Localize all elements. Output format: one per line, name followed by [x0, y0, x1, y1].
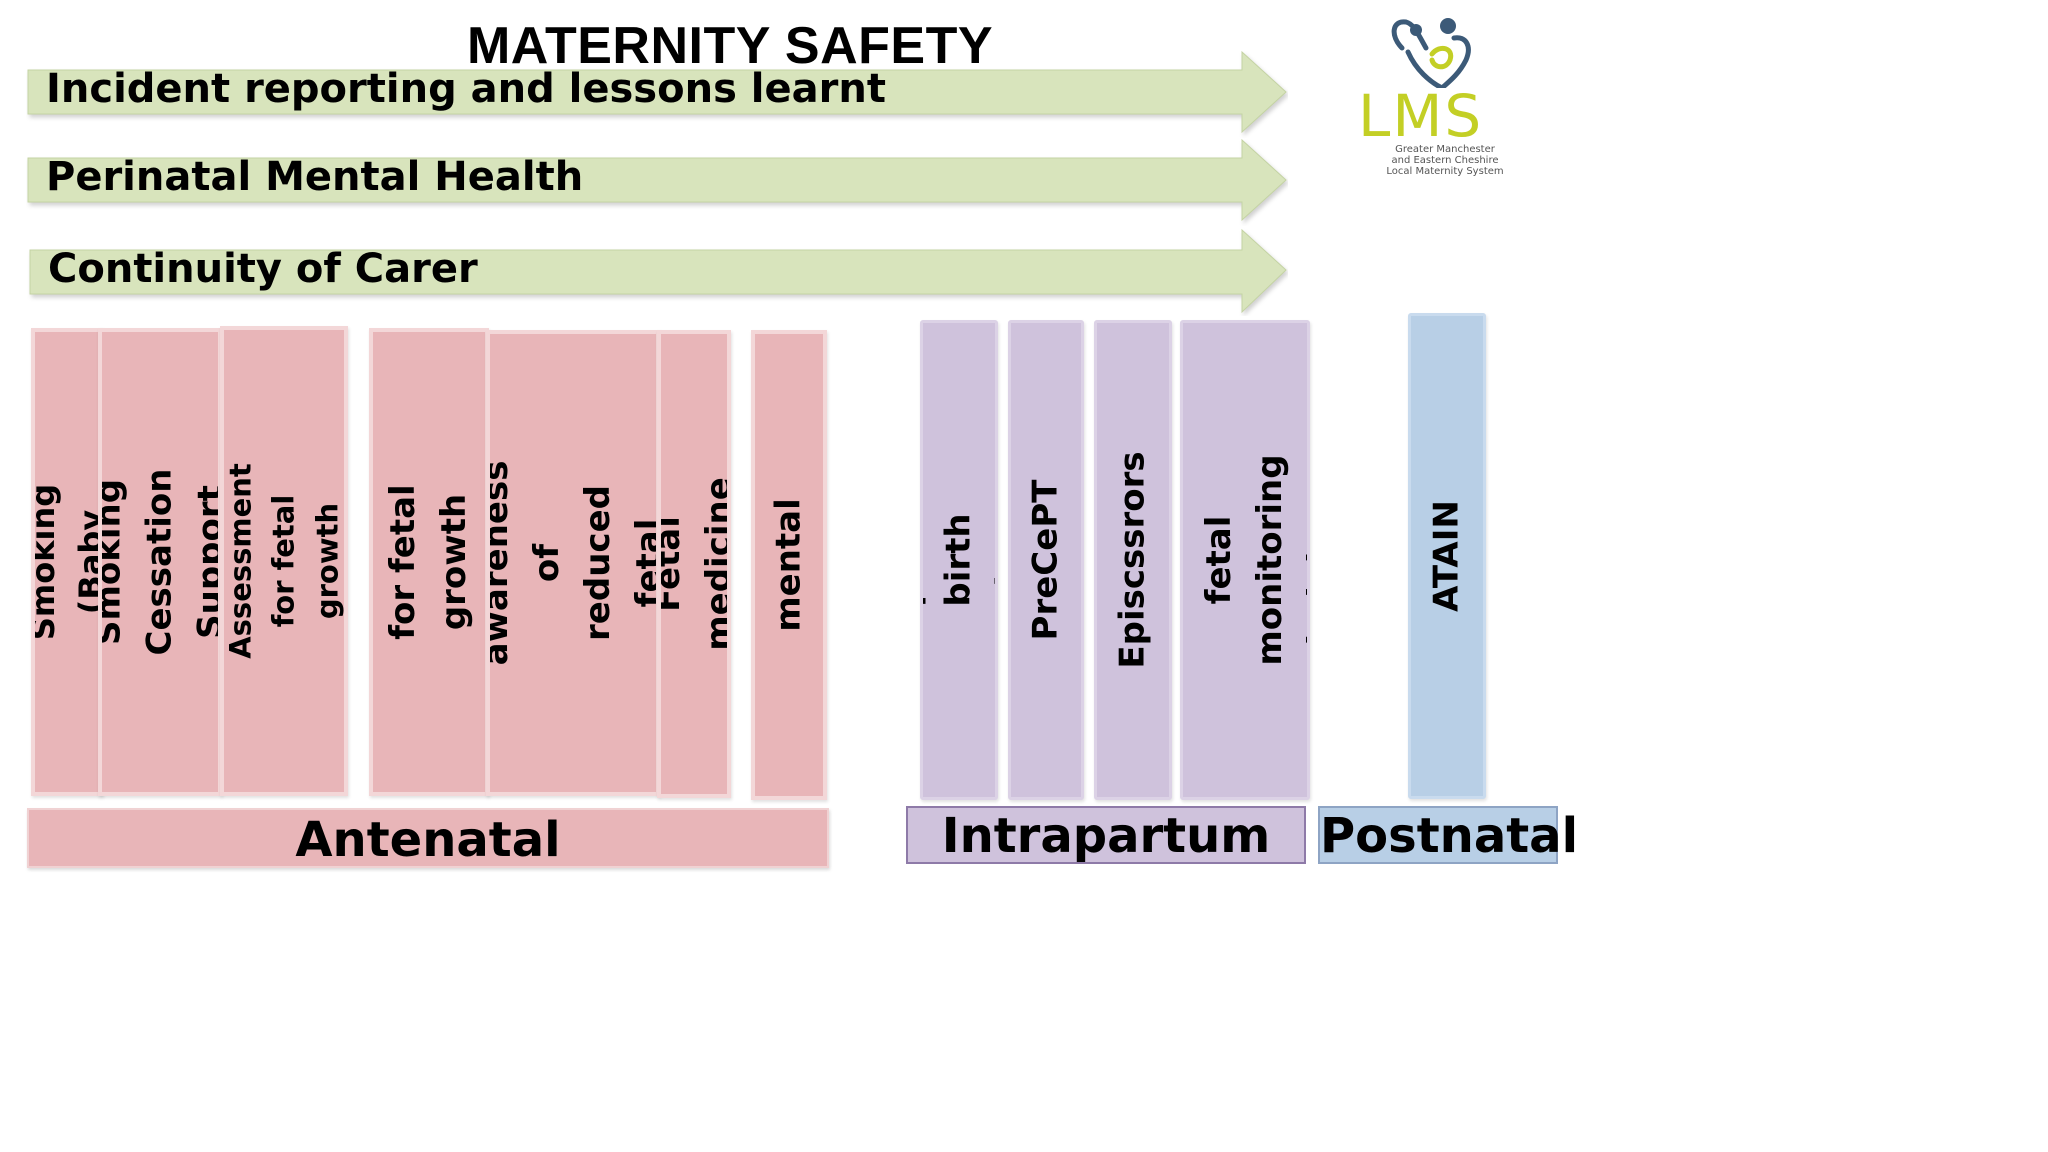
lms-logo: LMS Greater Manchester and Eastern Chesh…	[1350, 8, 1540, 177]
pillar-co-smoking: CO Smoking (Baby Clear)	[31, 328, 103, 796]
page-title: MATERNITY SAFETY	[466, 17, 994, 75]
heart-family-icon	[1391, 18, 1471, 91]
pillar-label: CO Smoking (Baby Clear)	[31, 483, 103, 641]
pillar-fetal-medicine: Fetal medicine	[657, 330, 731, 798]
band-postnatal: Postnatal	[1318, 806, 1579, 864]
pillar-label: Risk Assessment for fetal growth restric…	[222, 463, 344, 659]
pillar-label: Perinatal mental health	[751, 477, 827, 653]
logo-lms-text: LMS	[1358, 82, 1484, 150]
logo-line-1: Greater Manchester	[1395, 144, 1495, 155]
arrow-label: Incident reporting and lessons learnt	[46, 66, 886, 112]
pillar-label: PreCePT	[1025, 479, 1066, 641]
arrow-shape	[27, 138, 1287, 222]
arrow-shape	[27, 50, 1287, 134]
arrow-label: Perinatal Mental Health	[46, 154, 584, 200]
pillar-precept: PreCePT	[1008, 320, 1084, 800]
pillar-episcssrors: Episcssrors	[1094, 320, 1172, 800]
pillar-atain: ATAIN	[1408, 313, 1486, 799]
pillar-label: Effective fetal monitoring in labour	[1180, 454, 1310, 666]
arrow-label: Continuity of Carer	[48, 246, 478, 292]
pillar-label: Fetal medicine	[657, 477, 731, 651]
arrow-continuity-of-carer: Continuity of Carer	[26, 226, 1288, 316]
logo-line-2: and Eastern Cheshire	[1391, 155, 1499, 166]
pillar-surveillance: Surveillance for fetal growth restrictio…	[369, 328, 489, 796]
pillar-label: ATAIN	[1426, 500, 1467, 612]
pillar-label: Optimal birth place	[920, 484, 998, 636]
arrow-perinatal-mental-health: Perinatal Mental Health	[26, 136, 1288, 226]
pillar-label: Smoking Cessation Support	[98, 468, 222, 656]
arrow-incident-reporting: Incident reporting and lessons learnt	[26, 48, 1288, 138]
pillar-fetal-monitoring: Effective fetal monitoring in labour	[1180, 320, 1310, 800]
pillar-label: Surveillance for fetal growth restrictio…	[369, 443, 474, 681]
band-intrapartum: Intrapartum	[906, 806, 1306, 864]
pillar-smoking-cessation: Smoking Cessation Support	[98, 328, 222, 796]
logo-line-3: Local Maternity System	[1386, 166, 1504, 177]
pillar-reduced-fetal-movement: Raising awareness of reduced fetal movem…	[486, 330, 660, 796]
pillar-risk-assessment: Risk Assessment for fetal growth restric…	[220, 326, 348, 796]
pillar-label: Raising awareness of reduced fetal movem…	[486, 460, 660, 666]
pillar-optimal-birth-place: Optimal birth place	[920, 320, 998, 800]
pillar-label: Episcssrors	[1112, 451, 1153, 669]
band-antenatal: Antenatal	[27, 808, 829, 868]
pillar-perinatal-mental-health: Perinatal mental health	[751, 330, 827, 800]
arrow-shape	[29, 228, 1287, 314]
